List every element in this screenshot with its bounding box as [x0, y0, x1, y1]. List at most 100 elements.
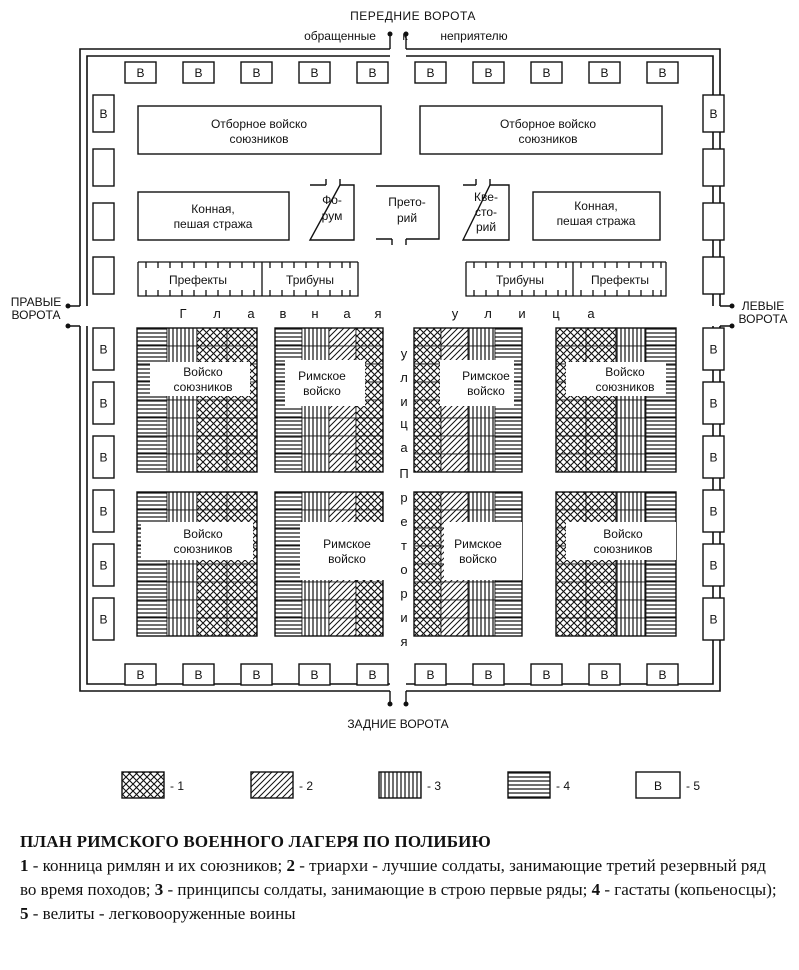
troop-cell: [413, 327, 442, 347]
troop-cell: [328, 417, 357, 437]
troop-cell: [196, 435, 228, 455]
troop-cell: [467, 327, 496, 347]
troop-cell: [440, 435, 469, 455]
troop-cell: [226, 327, 258, 347]
troop-cell: [413, 599, 442, 619]
troop-cell: [226, 435, 258, 455]
velite-box: В: [414, 61, 447, 84]
cavalry-guard-left-line2: пешая стража: [174, 217, 253, 231]
troop-cell: [585, 599, 617, 619]
legend-label-1: - 1: [170, 779, 184, 793]
troop-cell: [645, 453, 677, 473]
block-label-line2: войско: [303, 384, 341, 398]
prefects-tribunes-right: [465, 261, 667, 297]
main-street-label-right: у л и ц а: [452, 306, 596, 321]
troop-cell: [136, 453, 168, 473]
block-label-line1: Римское: [454, 537, 502, 551]
velite-box: В: [472, 663, 505, 686]
praetorium-line2: рий: [397, 211, 417, 225]
troop-cell: [136, 599, 168, 619]
troop-cell: [274, 417, 303, 437]
main-street-letter: у: [452, 306, 459, 321]
troop-cell: [355, 491, 384, 511]
troop-cell: [328, 617, 357, 637]
troop-cell: [196, 453, 228, 473]
troop-cell: [274, 491, 303, 511]
troop-cell: [467, 491, 496, 511]
troop-cell: [555, 453, 587, 473]
troop-cell: [615, 491, 647, 511]
legend-label-2: - 2: [299, 779, 313, 793]
cavalry-guard-left: Конная, пешая стража: [137, 191, 290, 241]
velite-letter: В: [709, 451, 717, 465]
troop-cell: [555, 617, 587, 637]
velite-box: В: [124, 61, 157, 84]
velite-letter: В: [542, 668, 550, 682]
troop-cell: [226, 345, 258, 365]
elite-allies-right-line2: союзников: [518, 132, 577, 146]
praetorium-line1: Прето-: [388, 195, 426, 209]
main-street-letter: я: [374, 306, 381, 321]
legend: - 1 - 2 - 3 - 4 В - 5: [121, 771, 700, 799]
forum-line1: Фо-: [322, 193, 342, 207]
velite-box: В: [182, 61, 215, 84]
troop-cell: [413, 417, 442, 437]
troop-cell: [645, 491, 677, 511]
troop-cell: [615, 563, 647, 583]
troop-cell: [301, 491, 330, 511]
praetoria-street-letter: я: [400, 634, 407, 649]
velite-letter: В: [99, 613, 107, 627]
velite-letter: В: [99, 559, 107, 573]
velite-letter: В: [709, 343, 717, 357]
troop-cell: [136, 399, 168, 419]
legend-velite-letter: В: [654, 779, 662, 793]
left-gate-label-1: ЛЕВЫЕ: [742, 299, 785, 313]
cavalry-guard-right-line1: Конная,: [574, 199, 617, 213]
velite-box: В: [414, 663, 447, 686]
troop-cell: [585, 345, 617, 365]
troop-cell: [355, 417, 384, 437]
caption-desc-3: - принципсы солдаты, занимающие в строю …: [163, 880, 592, 899]
troop-cell: [413, 435, 442, 455]
velite-letter: В: [484, 668, 492, 682]
velite-letter: В: [252, 668, 260, 682]
troop-cell: [585, 453, 617, 473]
troop-cell: [645, 417, 677, 437]
legend-swatch-vertical: [378, 771, 422, 799]
praetoria-street-letter: а: [400, 440, 408, 455]
troop-cell: [645, 435, 677, 455]
troop-cell: [615, 345, 647, 365]
troop-cell: [166, 563, 198, 583]
cavalry-guard-right-line2: пешая стража: [557, 214, 636, 228]
praetoria-street-letter: р: [400, 586, 407, 601]
troop-cell: [413, 399, 442, 419]
troop-cell: [645, 399, 677, 419]
caption-desc-5: - велиты - легковооруженные воины: [28, 904, 296, 923]
velite-letter: В: [600, 668, 608, 682]
troop-cell: [555, 599, 587, 619]
elite-allies-right: Отборное войско союзников: [419, 105, 663, 155]
troop-cell: [301, 453, 330, 473]
praetorium: Прето- рий: [376, 185, 440, 245]
velite-box: В: [702, 435, 725, 479]
rear-gate-label: ЗАДНИЕ ВОРОТА: [347, 717, 448, 731]
troop-cell: [136, 581, 168, 601]
troop-cell: [136, 491, 168, 511]
prefects-right-label: Префекты: [591, 273, 649, 287]
troop-cell: [301, 435, 330, 455]
troop-cell: [645, 617, 677, 637]
velite-letter: В: [99, 397, 107, 411]
main-street-letter: а: [247, 306, 255, 321]
troop-cell: [301, 327, 330, 347]
troop-cell: [274, 617, 303, 637]
troop-cell: [494, 491, 523, 511]
velite-box: В: [356, 663, 389, 686]
troop-cell: [166, 491, 198, 511]
elite-allies-left-line1: Отборное войско: [211, 117, 307, 131]
troop-cell: [440, 327, 469, 347]
right-gate-label-2: ВОРОТА: [12, 308, 61, 322]
troop-cell: [196, 491, 228, 511]
forum: Фо- рум: [308, 179, 355, 241]
